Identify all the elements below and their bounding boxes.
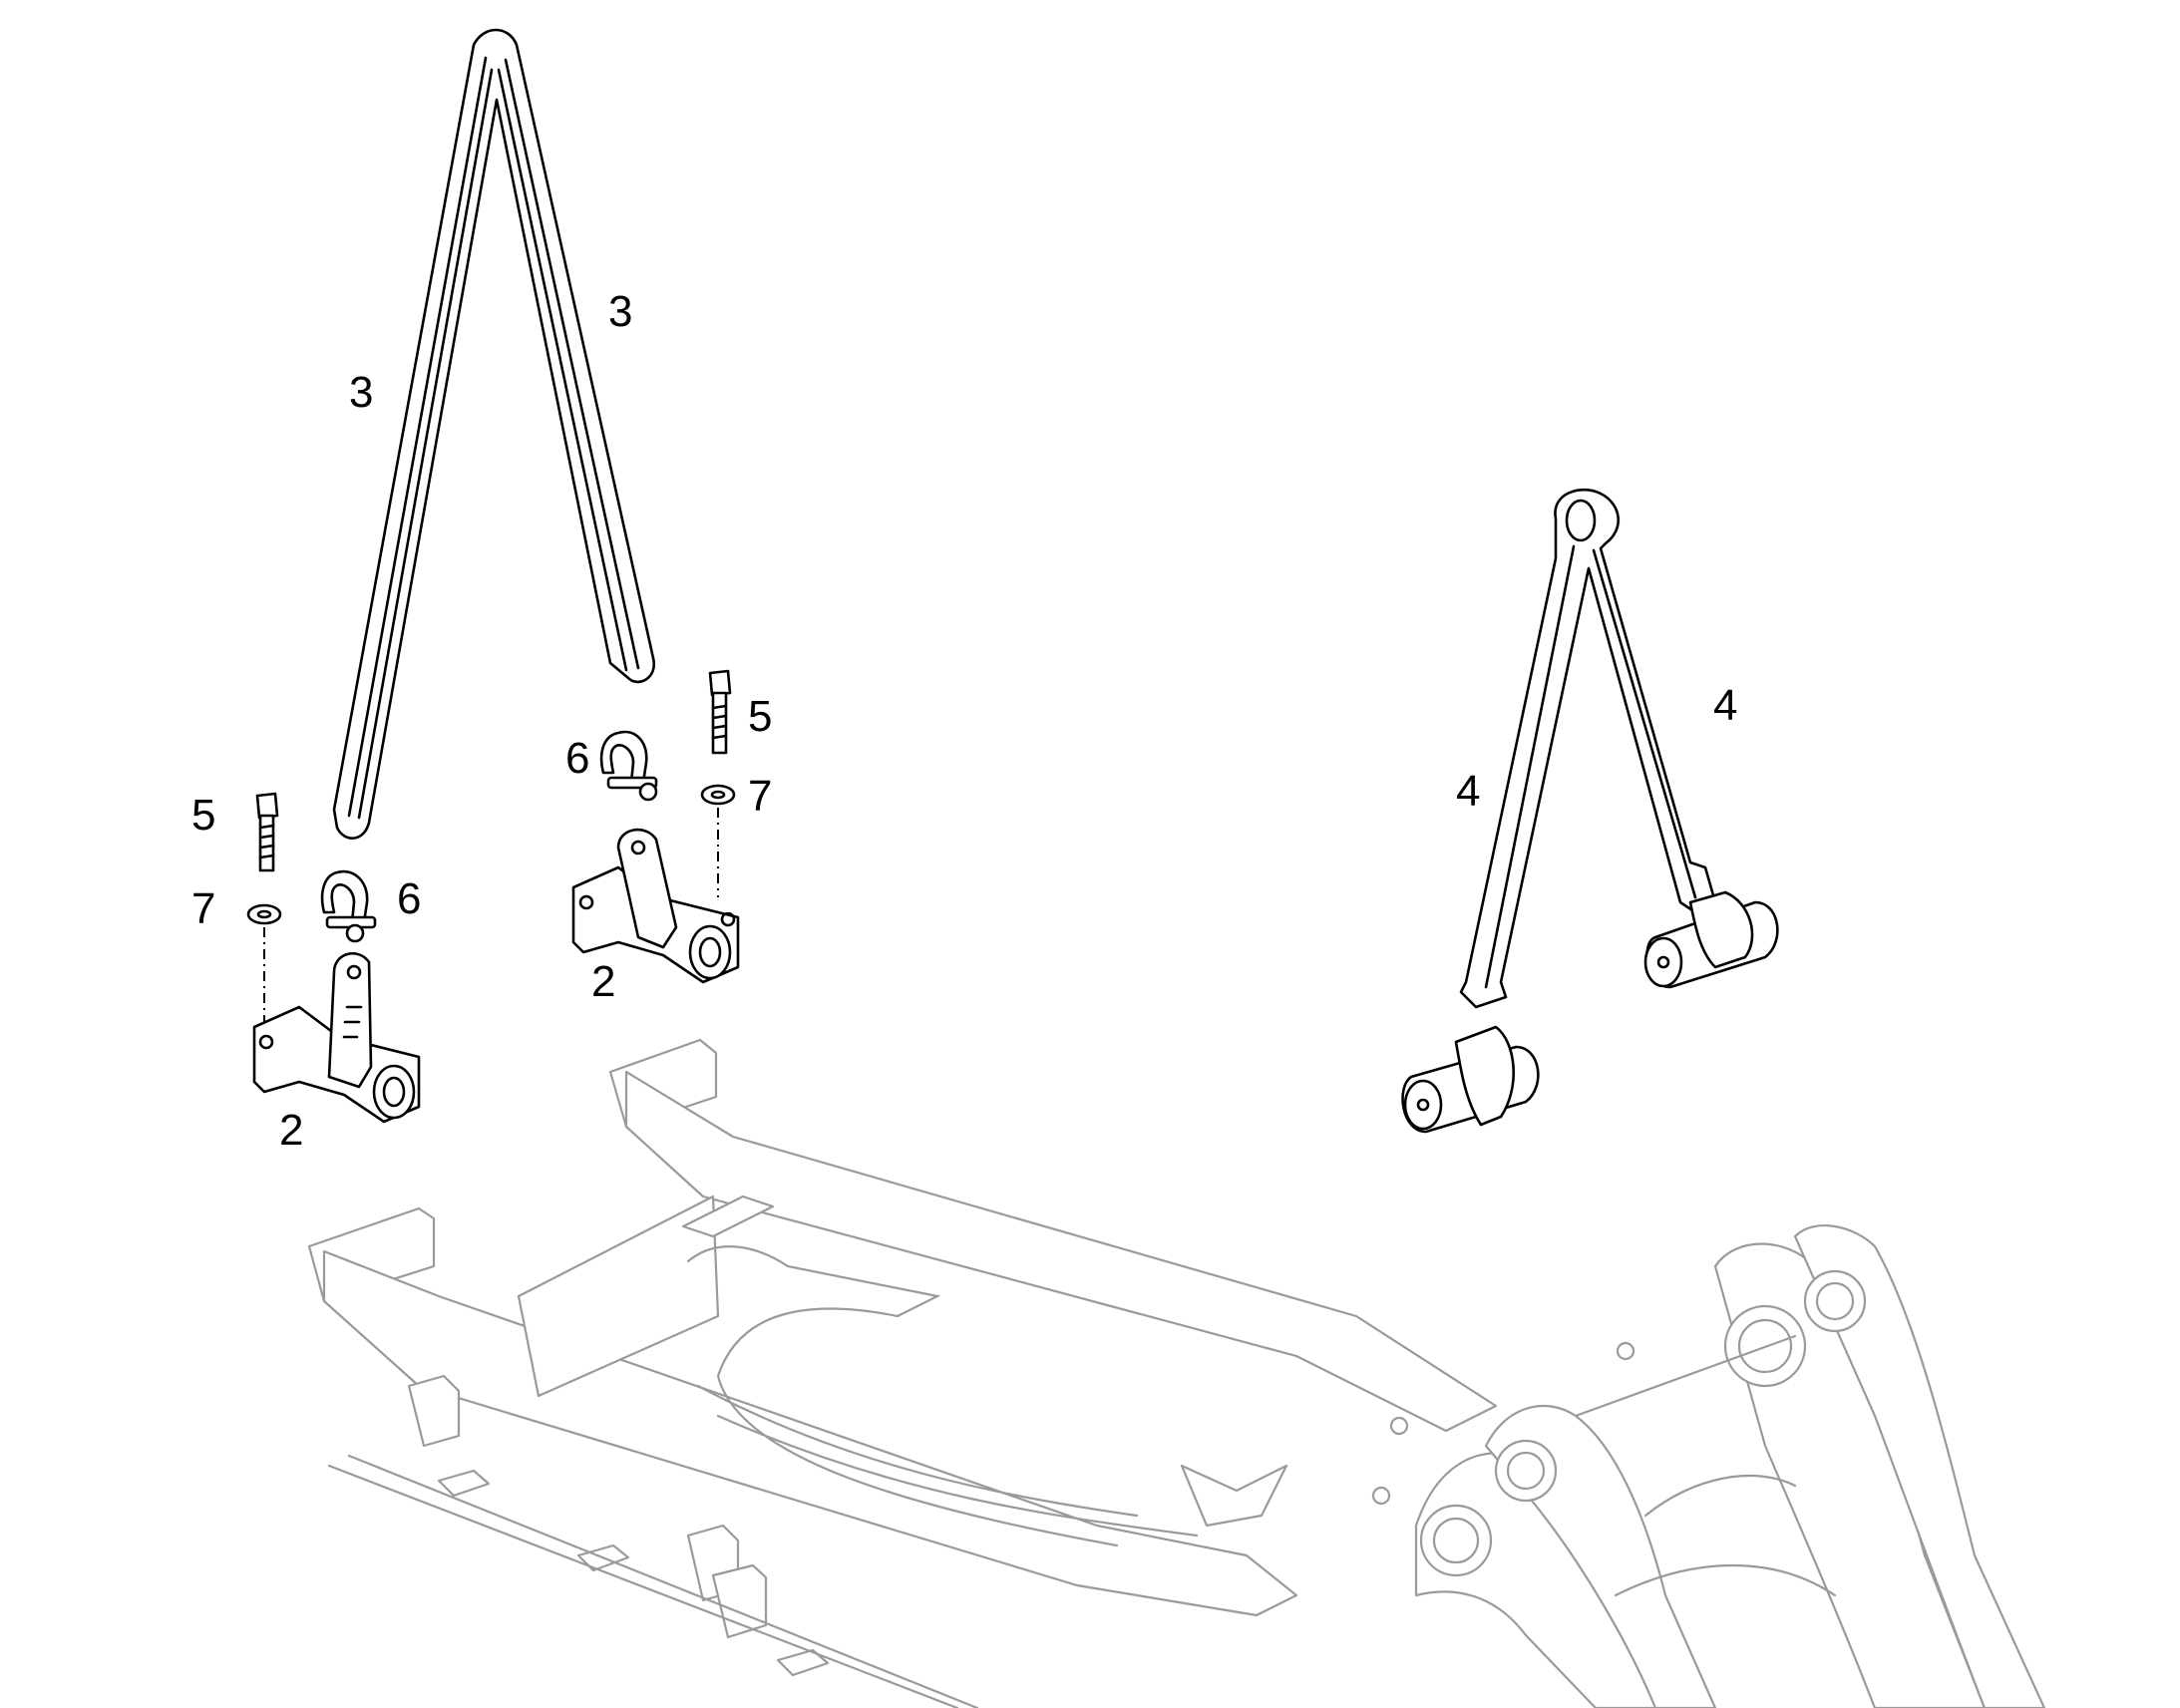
- shackle-6-right: [599, 730, 658, 802]
- callouts: 3 3 5 7 6 2 6 5 7 2 4 4: [191, 287, 1737, 1155]
- washer-7-right: [700, 784, 736, 806]
- callout-4-left: 4: [1456, 767, 1480, 816]
- callout-5-right: 5: [748, 692, 772, 741]
- shackle-6-left: [320, 869, 377, 943]
- callout-4-right: 4: [1713, 681, 1737, 730]
- callout-6-right: 6: [565, 734, 589, 783]
- bolt-5-left: [255, 792, 279, 872]
- callout-3-right: 3: [608, 287, 632, 336]
- sling-4: [1401, 488, 1779, 1134]
- lug-bracket-2-right: [571, 828, 740, 984]
- machine-frame: [307, 1038, 2046, 1708]
- callout-6-left: 6: [397, 874, 421, 923]
- callout-7-left: 7: [191, 884, 215, 933]
- callout-5-left: 5: [191, 791, 215, 840]
- callout-2-left: 2: [279, 1106, 303, 1155]
- callout-7-right: 7: [748, 772, 772, 821]
- callout-3-left: 3: [349, 368, 373, 417]
- washer-7-left: [246, 903, 282, 925]
- callout-2-right: 2: [591, 957, 615, 1006]
- lug-bracket-2-left: [252, 952, 421, 1124]
- bolt-5-right: [708, 669, 732, 755]
- sling-3: [332, 28, 656, 840]
